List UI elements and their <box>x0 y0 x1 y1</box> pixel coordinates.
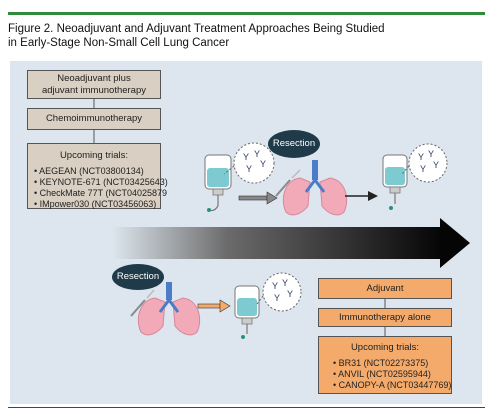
antibody-cluster-icon: Y Y Y Y <box>223 142 275 184</box>
immunotherapy-alone-label: Immunotherapy alone <box>339 312 431 323</box>
svg-text:Y: Y <box>287 289 293 299</box>
iv-bag-icon <box>204 154 232 212</box>
resection-label-top: Resection <box>272 138 316 149</box>
scalpel-icon <box>130 289 155 317</box>
figure-title-line2: in Early-Stage Non-Small Cell Lung Cance… <box>8 37 230 49</box>
arrow-icon <box>345 191 378 201</box>
lungs-icon <box>137 282 201 336</box>
chemoimmunotherapy-box: Chemoimmunotherapy <box>27 108 161 130</box>
svg-text:Y: Y <box>418 152 424 162</box>
adjuvant-trials-heading: Upcoming trials: <box>350 342 420 353</box>
neoadjuvant-trials-heading: Upcoming trials: <box>59 150 129 161</box>
trial-item: • ANVIL (NCT02595944) <box>333 369 431 379</box>
svg-text:Y: Y <box>282 278 288 288</box>
svg-text:Y: Y <box>428 149 434 159</box>
trial-item: • CANOPY-A (NCT03447769) <box>333 380 452 390</box>
scalpel-icon <box>275 169 301 197</box>
svg-text:Y: Y <box>433 160 439 170</box>
trial-item: • KEYNOTE-671 (NCT03425643) <box>34 177 168 187</box>
neoadjuvant-line1: Neoadjuvant plus <box>57 73 131 84</box>
header-rule <box>8 12 485 15</box>
trial-item: • BR31 (NCT02273375) <box>333 358 429 368</box>
adjuvant-label: Adjuvant <box>366 283 404 294</box>
adjuvant-trials-box: Upcoming trials: • BR31 (NCT02273375) • … <box>318 336 452 394</box>
arrow-icon <box>197 299 231 313</box>
figure-title: Figure 2. Neoadjuvant and Adjuvant Treat… <box>8 22 478 50</box>
svg-text:Y: Y <box>246 164 252 174</box>
lungs-icon <box>282 160 348 216</box>
footer-rule <box>8 407 485 408</box>
resection-bubble-bottom: Resection <box>112 264 164 290</box>
chemoimmunotherapy-label: Chemoimmunotherapy <box>45 113 143 124</box>
svg-text:Y: Y <box>260 159 266 169</box>
trial-item: • CheckMate 77T (NCT04025879 <box>34 188 168 198</box>
svg-text:Y: Y <box>243 152 249 162</box>
figure-title-line1: Figure 2. Neoadjuvant and Adjuvant Treat… <box>8 23 385 35</box>
resection-label-bottom: Resection <box>116 271 160 282</box>
iv-bag-icon <box>234 285 260 339</box>
svg-text:Y: Y <box>420 164 426 174</box>
iv-bag-icon <box>382 154 408 210</box>
timeline-arrow-icon <box>112 218 470 268</box>
neoadjuvant-line2: adjuvant immunotherapy <box>41 85 147 96</box>
neoadjuvant-box: Neoadjuvant plus adjuvant immunotherapy <box>27 70 161 99</box>
neoadjuvant-trials-box: Upcoming trials: • AEGEAN (NCT03800134) … <box>27 143 168 210</box>
antibody-cluster-icon: Y Y Y Y <box>401 143 448 183</box>
trial-item: • AEGEAN (NCT03800134) <box>34 166 144 176</box>
trial-item: • IMpower030 (NCT03456063) <box>34 199 157 209</box>
svg-text:Y: Y <box>272 281 278 291</box>
svg-text:Y: Y <box>254 149 260 159</box>
immunotherapy-alone-box: Immunotherapy alone <box>318 308 452 327</box>
antibody-cluster-icon: Y Y Y Y <box>256 272 302 312</box>
resection-bubble-top: Resection <box>268 130 320 158</box>
adjuvant-box: Adjuvant <box>318 278 452 299</box>
arrow-icon <box>238 191 278 205</box>
svg-text:Y: Y <box>274 293 280 303</box>
neoadjuvant-trial-list: • AEGEAN (NCT03800134) • KEYNOTE-671 (NC… <box>28 166 168 210</box>
adjuvant-trial-list: • BR31 (NCT02273375) • ANVIL (NCT0259594… <box>319 358 451 391</box>
